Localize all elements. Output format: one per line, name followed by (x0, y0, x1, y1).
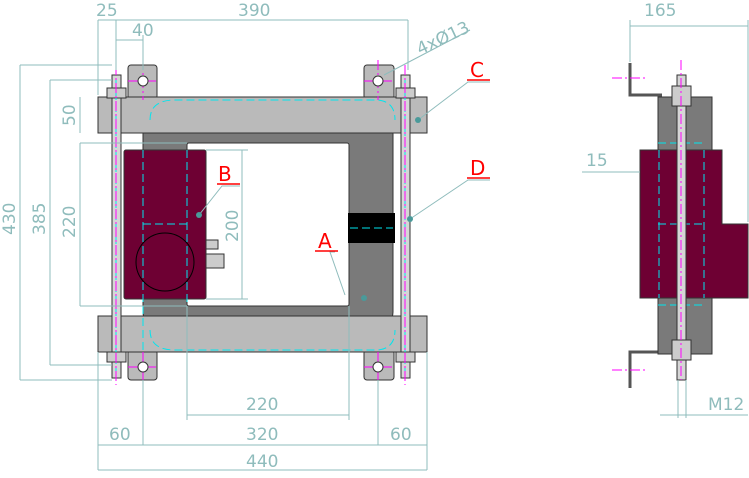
cable-gland (205, 239, 219, 250)
label-b: B (218, 162, 232, 186)
dim-220-bottom: 220 (246, 395, 278, 415)
terminal-circle (135, 232, 195, 292)
dim-220-left: 220 (60, 206, 80, 238)
dim-40: 40 (132, 21, 154, 41)
dim-25: 25 (96, 1, 118, 21)
label-c: C (470, 58, 484, 82)
cable-gland (205, 253, 225, 269)
mounting-hole (137, 75, 149, 87)
mounting-hole (372, 361, 384, 373)
dim-320: 320 (246, 425, 278, 445)
dim-15: 15 (586, 151, 608, 171)
dim-60-right: 60 (390, 425, 412, 445)
front-view (97, 60, 428, 385)
dim-390: 390 (238, 1, 270, 21)
side-view (612, 60, 749, 388)
label-a: A (318, 229, 332, 253)
winding-b (123, 149, 207, 300)
dim-430: 430 (0, 203, 20, 235)
dim-440: 440 (246, 452, 278, 472)
top-yoke-clamp (97, 96, 428, 134)
core-window (186, 142, 350, 307)
dim-holes: 4xØ13 (414, 18, 473, 60)
dim-m12: M12 (708, 395, 744, 415)
dim-200: 200 (223, 210, 243, 242)
dim-165: 165 (644, 1, 676, 21)
dim-60-left: 60 (109, 425, 131, 445)
bottom-yoke-clamp (97, 315, 428, 353)
part-labels: A B C D (218, 58, 485, 253)
mounting-hole (372, 75, 384, 87)
dim-50: 50 (60, 104, 80, 126)
dim-385: 385 (30, 203, 50, 235)
label-d: D (470, 156, 485, 180)
dimension-lines (19, 19, 749, 471)
mounting-hole (137, 361, 149, 373)
